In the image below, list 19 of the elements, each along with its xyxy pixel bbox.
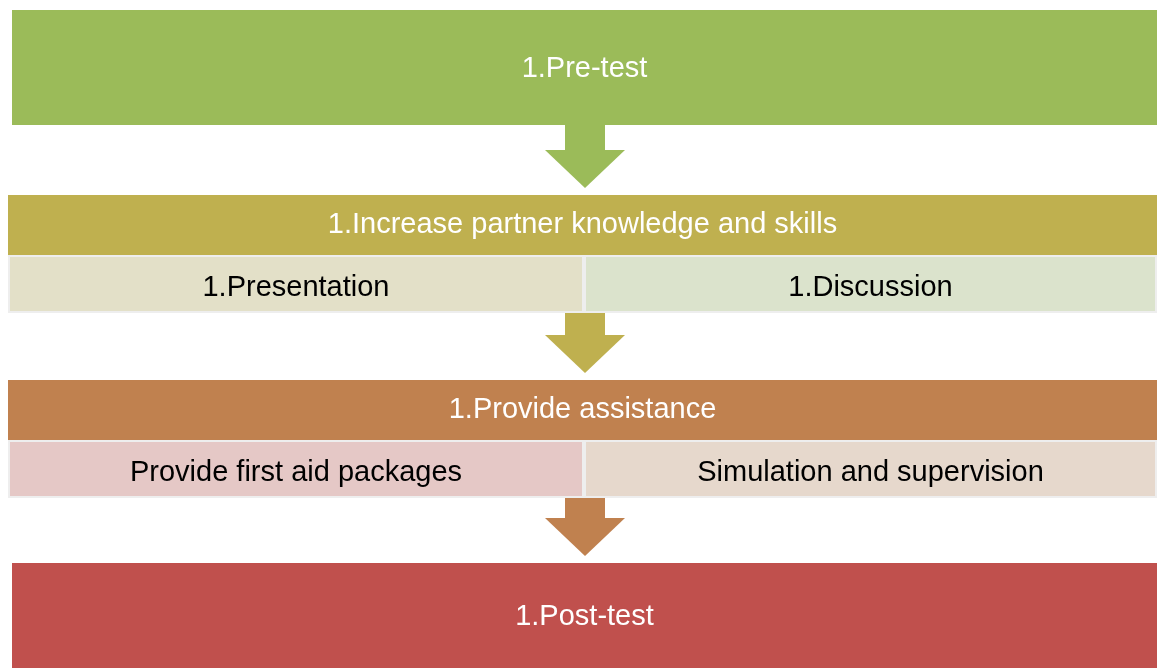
stage-title: 1.Provide assistance xyxy=(448,392,717,425)
stage-title: 1.Post-test xyxy=(515,599,654,632)
activity-box xyxy=(8,440,584,498)
activity-label: 1.Discussion xyxy=(788,269,953,303)
activity-box xyxy=(584,440,1157,498)
block-arrow xyxy=(545,313,625,373)
block-arrow xyxy=(545,498,625,556)
stage-band xyxy=(8,380,1157,498)
stage-band xyxy=(12,10,1157,125)
stage-title: 1.Pre-test xyxy=(521,51,648,84)
activity-label: Simulation and supervision xyxy=(697,454,1044,488)
activity-box xyxy=(8,255,584,313)
stage-band xyxy=(12,563,1157,668)
block-arrow xyxy=(545,125,625,188)
activity-label: 1.Presentation xyxy=(202,269,390,303)
stage-title: 1.Increase partner knowledge and skills xyxy=(327,207,838,240)
activity-label: Provide first aid packages xyxy=(129,454,463,488)
stage-band xyxy=(8,195,1157,313)
activity-box xyxy=(584,255,1157,313)
